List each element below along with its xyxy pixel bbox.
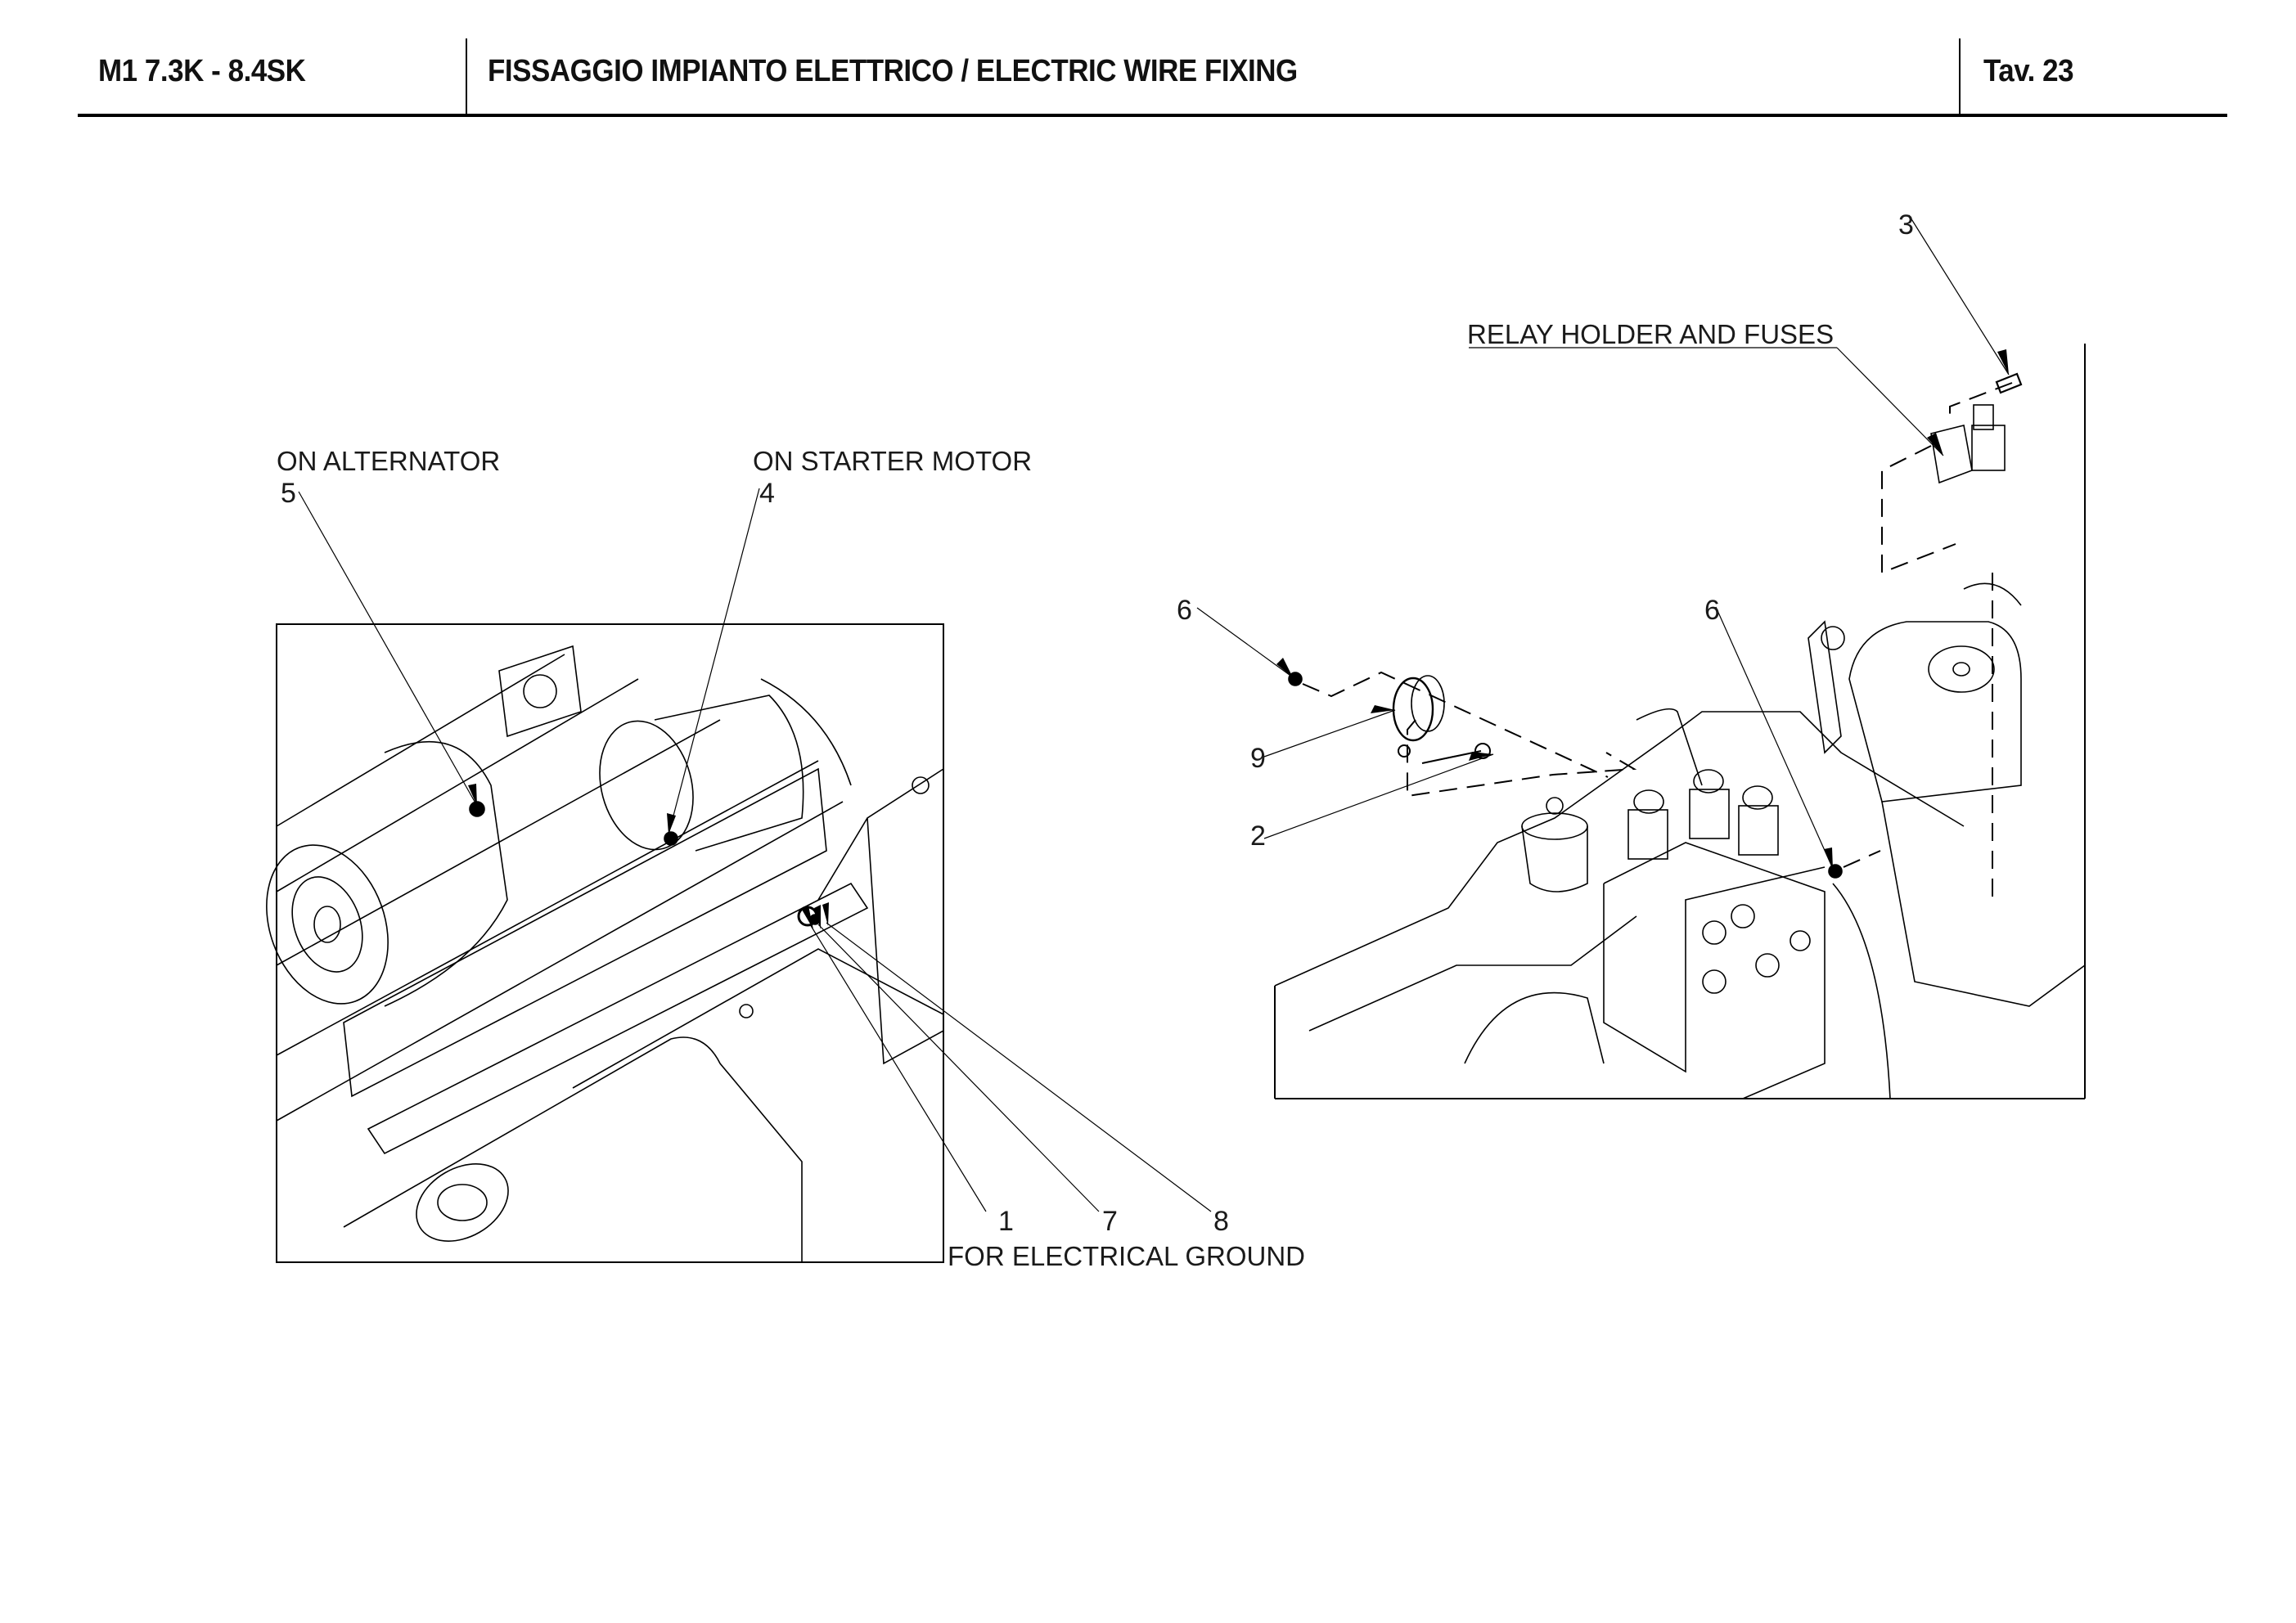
callout-number-1: 1 — [998, 1206, 1014, 1237]
left-leaders — [298, 488, 1212, 1212]
model-label: M1 7.3K - 8.4SK — [98, 54, 306, 88]
arrowhead — [468, 784, 477, 806]
arrowhead — [1371, 705, 1395, 713]
left-view-engine — [266, 623, 944, 1263]
table-number: Tav. 23 — [1983, 54, 2074, 88]
callout-label-alternator: ON ALTERNATOR — [277, 446, 501, 476]
arrowhead — [1824, 847, 1833, 869]
arrowhead — [814, 905, 821, 929]
arrowhead — [802, 906, 813, 929]
right-view-chassis — [1274, 344, 2086, 1099]
relay-holder-label: RELAY HOLDER AND FUSES — [1467, 319, 1835, 349]
callout-number-8: 8 — [1213, 1206, 1229, 1237]
ground-label: FOR ELECTRICAL GROUND — [948, 1241, 1305, 1271]
arrowhead — [1997, 349, 2009, 375]
callout-number-3: 3 — [1898, 209, 1914, 241]
arrowheads — [468, 349, 2009, 929]
assembly-paths — [1302, 382, 2013, 900]
callout-number-6-right: 6 — [1704, 595, 1720, 626]
callout-number-7: 7 — [1102, 1206, 1118, 1237]
arrowhead — [667, 813, 676, 834]
callout-number-9: 9 — [1250, 743, 1266, 774]
callout-label-starter-motor: ON STARTER MOTOR — [753, 446, 1033, 476]
arrowhead — [1927, 433, 1943, 456]
callout-number-5: 5 — [281, 478, 296, 509]
callout-number-4: 4 — [759, 478, 775, 509]
arrowhead — [1469, 752, 1493, 761]
right-leaders — [1196, 214, 2010, 870]
callout-number-2: 2 — [1250, 820, 1266, 852]
callout-number-6-left: 6 — [1177, 595, 1192, 626]
arrowhead — [822, 902, 829, 926]
arrowhead — [1276, 658, 1293, 677]
page-title: FISSAGGIO IMPIANTO ELETTRICO / ELECTRIC … — [488, 54, 1298, 88]
